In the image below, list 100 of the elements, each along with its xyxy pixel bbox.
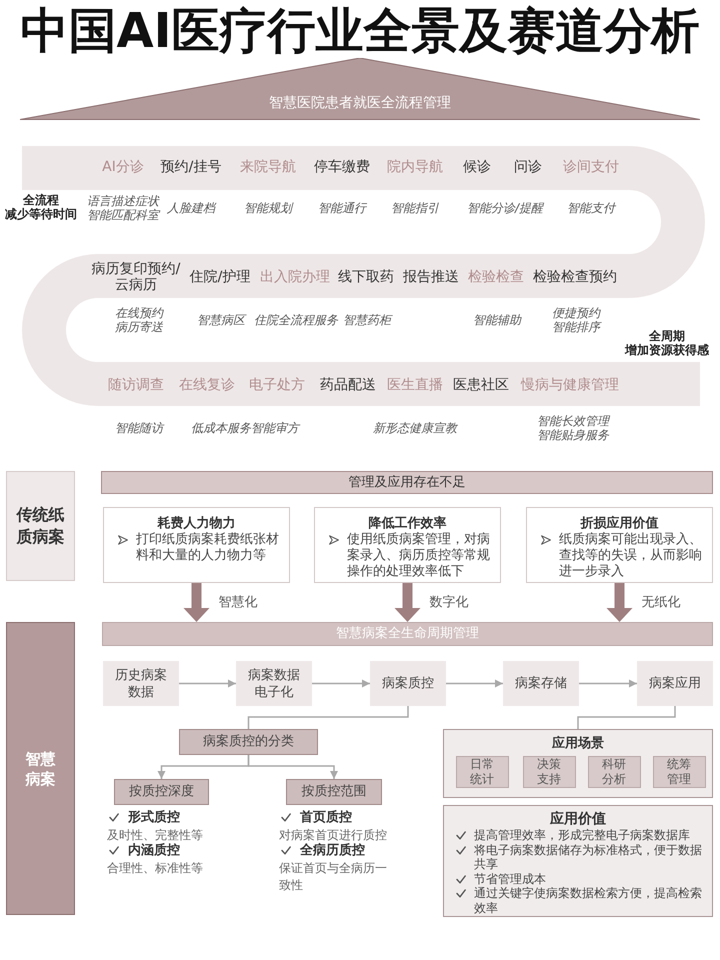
connector-line bbox=[577, 706, 676, 729]
step-note: 智能随访 bbox=[115, 421, 163, 435]
card-heading: 降低工作效率 bbox=[368, 516, 446, 531]
step-note: 智能分诊/提醒 bbox=[466, 201, 544, 215]
step-label: 药品配送 bbox=[320, 377, 376, 393]
header-bar: 智慧病案全生命周期管理 bbox=[102, 622, 713, 646]
step-note: 智能辅助 bbox=[473, 313, 521, 327]
step-label: 医患社区 bbox=[453, 377, 509, 393]
step-label: AI分诊 bbox=[102, 159, 144, 175]
summary-note: 减少等待时间 bbox=[5, 207, 77, 221]
section-box: 传统纸质病案 bbox=[6, 471, 75, 581]
step-note: 低成本服务智能审方 bbox=[191, 421, 299, 435]
bullet-text: 节省管理成本 bbox=[474, 872, 546, 886]
bullet-text: 提高管理效率，形成完整电子病案数据库 bbox=[474, 828, 690, 842]
value-panel bbox=[443, 805, 713, 917]
arrow bbox=[579, 680, 637, 688]
step-note: 智慧药柜 bbox=[343, 313, 391, 327]
step-label: 在线复诊 bbox=[179, 377, 235, 393]
step-label: 来院导航 bbox=[240, 159, 296, 175]
problem-card bbox=[314, 507, 501, 583]
step-label: 检验检查 bbox=[468, 269, 524, 285]
step-label: 出入院办理 bbox=[260, 269, 330, 285]
card-text: 使用纸质病案管理，对病案录入、病历质控等常规操作的处理效率低下 bbox=[347, 532, 491, 580]
arrow bbox=[446, 680, 503, 688]
edge-label: 智慧化 bbox=[216, 594, 260, 610]
card-text: 纸质病案可能出现录入、查找等的失误，从而影响进一步录入 bbox=[559, 532, 703, 580]
edge-label: 数字化 bbox=[428, 594, 470, 610]
process-box: 病案质控 bbox=[370, 661, 446, 706]
item-text: 对病案首页进行质控 bbox=[279, 828, 387, 842]
section-box: 智慧病案 bbox=[6, 622, 75, 915]
arrow bbox=[312, 680, 370, 688]
summary-note: 全流程 bbox=[23, 193, 59, 207]
problem-card bbox=[103, 507, 290, 583]
arrow bbox=[179, 680, 236, 688]
item-heading: 内涵质控 bbox=[128, 843, 180, 858]
scenario-box: 科研分析 bbox=[588, 756, 640, 788]
page-title: 中国AI医疗行业全景及赛道分析 bbox=[20, 3, 700, 59]
step-note: 智能贴身服务 bbox=[537, 428, 609, 442]
step-note: 智能通行 bbox=[318, 201, 366, 215]
step-note: 便捷预约 bbox=[552, 306, 600, 320]
card-heading: 耗费人力物力 bbox=[158, 516, 236, 531]
step-label: 问诊 bbox=[514, 159, 542, 175]
summary-note: 全周期 bbox=[649, 329, 685, 343]
scenario-panel bbox=[443, 729, 713, 798]
scenario-box: 决策支持 bbox=[522, 756, 576, 788]
step-label: 病历复印预约/云病历 bbox=[90, 261, 182, 293]
step-label: 诊间支付 bbox=[563, 159, 619, 175]
panel-heading: 应用场景 bbox=[552, 736, 604, 752]
process-box: 病案存储 bbox=[503, 661, 579, 706]
roof-banner bbox=[20, 58, 700, 120]
step-label: 电子处方 bbox=[249, 377, 305, 393]
step-label: 随访调查 bbox=[108, 377, 164, 393]
item-heading: 首页质控 bbox=[300, 810, 352, 826]
step-label: 检验检查预约 bbox=[533, 269, 617, 285]
step-note: 智能排序 bbox=[552, 320, 600, 334]
banner-text: 智慧医院患者就医全流程管理 bbox=[269, 95, 451, 111]
step-note: 病历寄送 bbox=[115, 320, 163, 334]
scenario-box: 日常统计 bbox=[456, 756, 508, 788]
scenario-box: 统筹管理 bbox=[652, 756, 706, 788]
edge-label: 无纸化 bbox=[640, 594, 682, 610]
step-label: 慢病与健康管理 bbox=[521, 377, 619, 393]
item-text: 及时性、完整性等 bbox=[107, 828, 203, 842]
step-note: 智能规划 bbox=[244, 201, 292, 215]
step-label: 报告推送 bbox=[403, 269, 459, 285]
item-text: 保证首页与全病历一致性 bbox=[279, 860, 387, 892]
block-arrow bbox=[184, 583, 210, 622]
step-note: 新形态健康宣教 bbox=[373, 421, 457, 435]
item-heading: 形式质控 bbox=[128, 810, 180, 826]
step-note: 智能支付 bbox=[567, 201, 615, 215]
step-note: 语言描述症状 bbox=[87, 194, 159, 208]
step-note: 智能匹配科室 bbox=[87, 208, 159, 222]
step-note: 住院全流程服务 bbox=[254, 313, 338, 327]
category-box: 按质控深度 bbox=[114, 779, 209, 805]
step-label: 停车缴费 bbox=[314, 159, 370, 175]
step-label: 医生直播 bbox=[387, 377, 443, 393]
block-arrow bbox=[606, 583, 632, 622]
process-box: 病案应用 bbox=[637, 661, 713, 706]
connector-line bbox=[248, 706, 409, 729]
category-box: 按质控范围 bbox=[286, 779, 382, 805]
bullet-text: 将电子病案数据储存为标准格式，便于数据共享 bbox=[474, 842, 703, 872]
step-note: 在线预约 bbox=[115, 306, 163, 320]
process-box: 历史病案数据 bbox=[103, 661, 179, 706]
step-label: 线下取药 bbox=[338, 269, 394, 285]
card-text: 打印纸质病案耗费纸张材料和大量的人力物力等 bbox=[136, 532, 280, 564]
step-label: 住院/护理 bbox=[190, 269, 250, 285]
step-note: 人脸建档 bbox=[167, 201, 215, 215]
card-heading: 折损应用价值 bbox=[580, 516, 658, 531]
problem-card bbox=[526, 507, 713, 583]
step-note: 智慧病区 bbox=[197, 313, 245, 327]
category-box: 病案质控的分类 bbox=[179, 729, 318, 755]
process-box: 病案数据电子化 bbox=[236, 661, 312, 706]
step-label: 候诊 bbox=[463, 159, 491, 175]
item-heading: 全病历质控 bbox=[300, 843, 365, 858]
arrow bbox=[248, 755, 338, 779]
step-label: 预约/挂号 bbox=[160, 159, 222, 175]
block-arrow bbox=[394, 583, 420, 622]
step-note: 智能指引 bbox=[391, 201, 439, 215]
step-label: 院内导航 bbox=[387, 159, 443, 175]
panel-heading: 应用价值 bbox=[550, 811, 606, 827]
step-note: 智能长效管理 bbox=[537, 414, 609, 428]
